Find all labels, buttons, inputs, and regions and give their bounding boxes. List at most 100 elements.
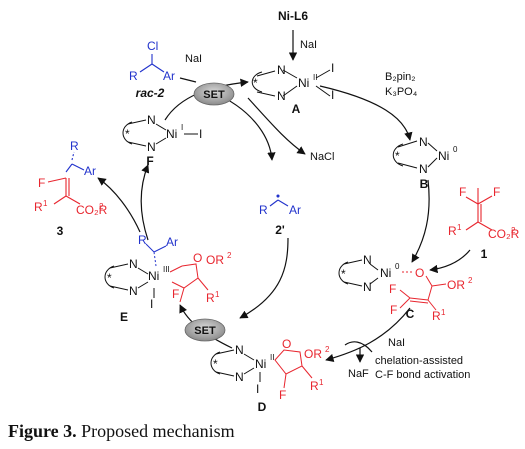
e-r1-sup: 1 [215, 290, 220, 299]
n-B-bot: N [419, 162, 428, 176]
k3po4-label: K₃PO₄ [385, 86, 418, 98]
n-A-bot: N [277, 89, 286, 103]
i-A-1: I [331, 61, 334, 75]
n-C-bot: N [363, 280, 372, 294]
n-E-bot: N [129, 284, 138, 298]
chelation-line-1: chelation-assisted [375, 355, 463, 367]
arrow-1-to-C [429, 249, 471, 274]
species-A [251, 69, 331, 97]
n-B-top: N [419, 135, 428, 149]
label-2p: 2' [275, 223, 285, 237]
n-D-top: N [235, 343, 244, 357]
star-E: * [107, 271, 112, 285]
ox-D: II [270, 353, 274, 362]
star-F: * [125, 127, 130, 141]
c3-f: F [38, 176, 45, 190]
rac2-ar: Ar [163, 69, 175, 83]
d-or: OR [304, 347, 322, 361]
c-r1-sup: 1 [441, 308, 446, 317]
star-D: * [213, 357, 218, 371]
c-f1: F [389, 282, 396, 296]
e-f: F [172, 287, 179, 301]
n-E-top: N [129, 257, 138, 271]
ox-B: 0 [453, 145, 458, 154]
compound-3 [47, 151, 85, 205]
species-E [104, 243, 209, 303]
n-F-top: N [147, 113, 156, 127]
e-r: R [138, 233, 147, 247]
rac2-r: R [129, 69, 138, 83]
arrow-nacl [247, 97, 306, 155]
c-or-sup: 2 [468, 276, 473, 285]
c1-ester-sup: 2 [511, 226, 516, 235]
compound-1 [465, 188, 493, 231]
c3-ester: CO₂R [76, 203, 108, 217]
nai-top-label: NaI [300, 39, 317, 51]
ox-C: 0 [395, 262, 400, 271]
star-A: * [253, 76, 258, 90]
label-E: E [120, 310, 128, 324]
d-or-sup: 2 [325, 345, 330, 354]
c1-f1: F [459, 185, 466, 199]
arrow-E-to-F [140, 164, 150, 241]
label-3: 3 [57, 224, 64, 238]
caption-prefix: Figure 3. [8, 421, 77, 441]
species-B [392, 140, 438, 169]
figure-caption: Figure 3. Proposed mechanism [8, 421, 235, 442]
set-label-2: SET [194, 325, 216, 337]
label-F: F [146, 154, 153, 168]
label-C: C [406, 307, 415, 321]
c-f2: F [390, 303, 397, 317]
ox-E: III [163, 265, 170, 274]
i-F: I [199, 127, 202, 141]
ox-A: II [313, 73, 317, 82]
arrow-naf [344, 341, 373, 353]
c3-ester-sup: 2 [99, 202, 104, 211]
i-E: I [150, 297, 153, 311]
ox-F: I [181, 123, 183, 132]
d-f: F [279, 388, 286, 402]
ni-A: Ni [298, 76, 309, 90]
rac2-cl: Cl [147, 39, 158, 53]
e-or-sup: 2 [227, 251, 232, 260]
c1-f2: F [493, 185, 500, 199]
species-F [122, 119, 198, 147]
compound-rac2 [139, 54, 165, 73]
species-D [210, 349, 313, 389]
caption-text: Proposed mechanism [76, 421, 235, 441]
arrow-B-to-C [411, 179, 430, 263]
label-B: B [420, 177, 429, 191]
set-2: SET [184, 318, 226, 342]
chelation-line-2: C-F bond activation [375, 369, 470, 381]
label-1: 1 [481, 247, 488, 261]
c-or: OR [447, 278, 465, 292]
e-r1: R [206, 291, 215, 305]
2p-r: R [259, 203, 268, 217]
e-o: O [193, 251, 202, 265]
d-r1: R [310, 379, 319, 393]
e-ar: Ar [166, 235, 178, 249]
star-C: * [341, 267, 346, 281]
arrow-rac2-to-set [179, 77, 197, 83]
e-or: OR [206, 253, 224, 267]
c3-ar: Ar [84, 164, 96, 178]
label-rac2: rac-2 [136, 86, 165, 100]
arrow-2p-to-set2 [239, 237, 289, 319]
c1-r1: R [448, 224, 457, 238]
arrow-C-to-D [325, 307, 411, 363]
rac2-nai: NaI [185, 53, 202, 65]
n-D-bot: N [235, 370, 244, 384]
c-o: O [415, 266, 424, 280]
ni-F: Ni [166, 127, 177, 141]
ni-B: Ni [438, 149, 449, 163]
arrow-E-to-3 [97, 177, 141, 233]
ni-D: Ni [255, 357, 266, 371]
arrow-A-to-B [319, 85, 413, 141]
species-C [338, 259, 447, 311]
d-o: O [282, 337, 291, 351]
naf-label: NaF [348, 368, 369, 380]
2p-ar: Ar [289, 203, 301, 217]
c3-r1: R [34, 200, 43, 214]
d-r1-sup: 1 [319, 378, 324, 387]
